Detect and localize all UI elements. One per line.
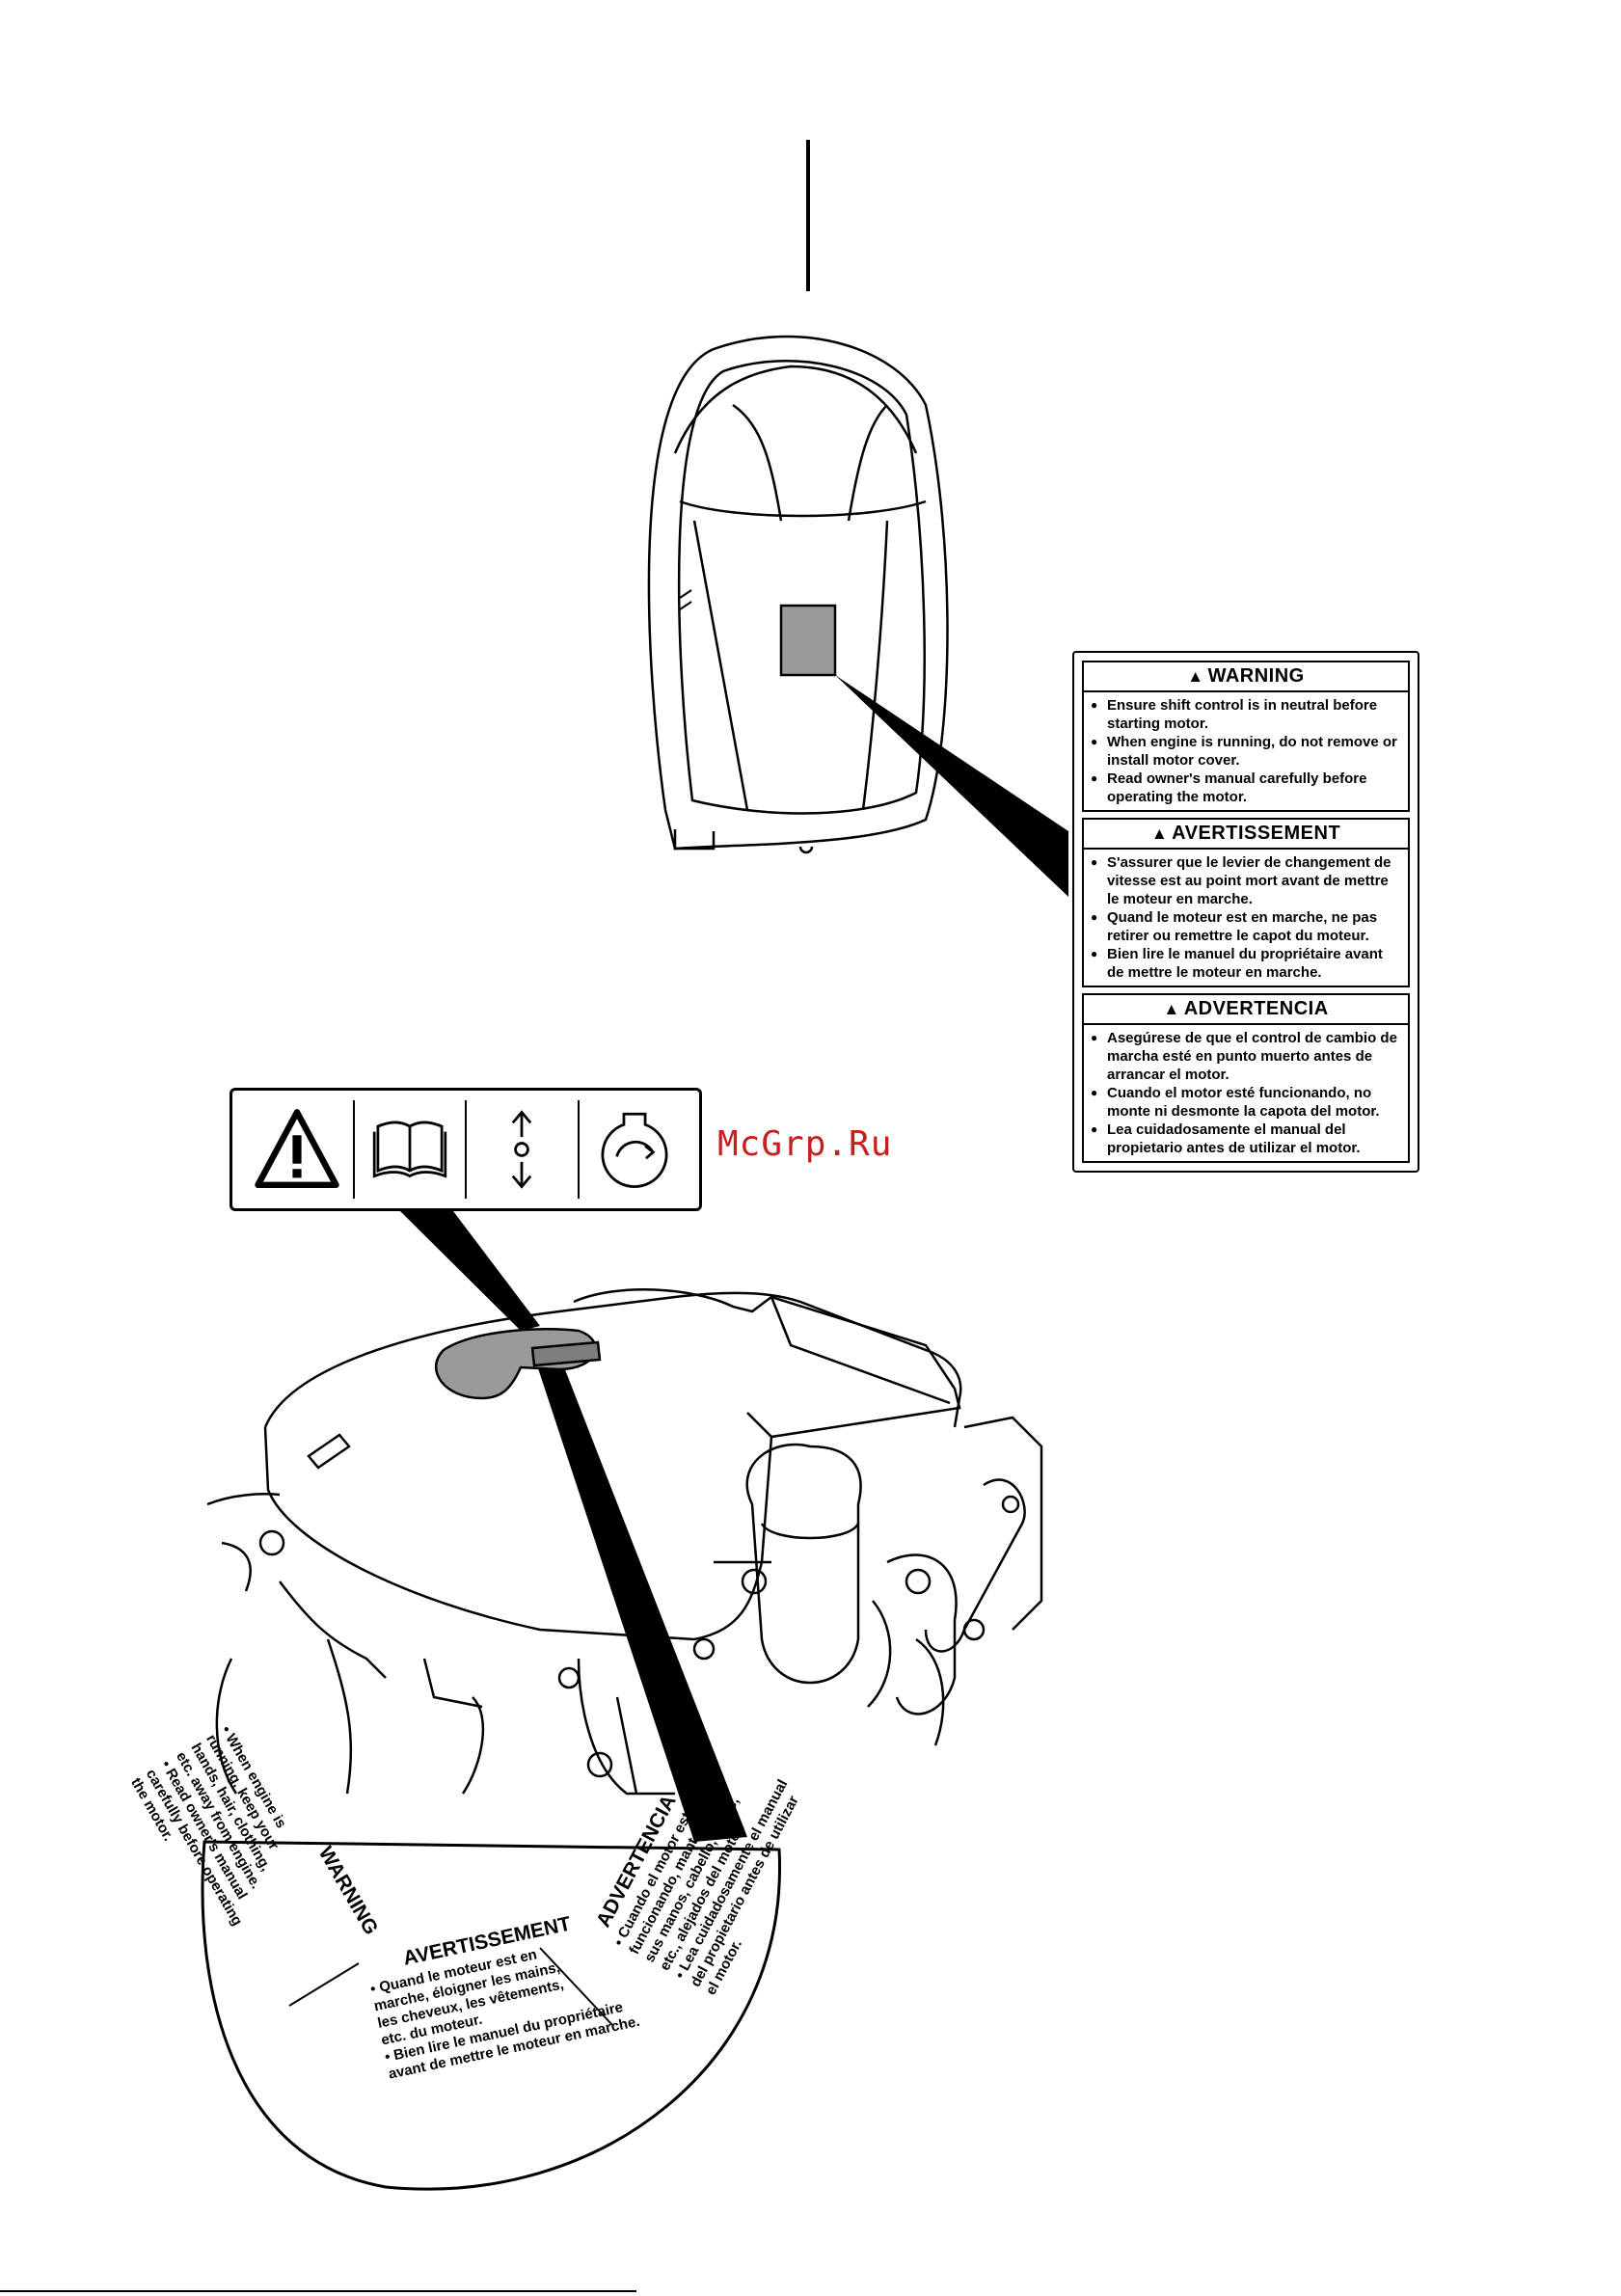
warning-item: Asegúrese de que el control de cambio de… xyxy=(1090,1029,1402,1084)
engine-body xyxy=(206,1288,1043,1796)
warning-item: Ensure shift control is in neutral befor… xyxy=(1090,696,1402,733)
outboard-motor-cover xyxy=(647,335,949,854)
rotation-icon xyxy=(601,1112,668,1188)
manual-book-icon xyxy=(372,1121,446,1178)
warning-box-spanish: ▲ADVERTENCIA Asegúrese de que el control… xyxy=(1082,993,1410,1163)
outboard-pointer xyxy=(835,675,1068,897)
warning-item: Read owner's manual carefully before ope… xyxy=(1090,770,1402,806)
warning-item: S'assurer que le levier de changement de… xyxy=(1090,853,1402,908)
pictogram-label xyxy=(230,1088,702,1211)
arc-label-english: WARNING • When engine is running, keep y… xyxy=(127,1723,383,1938)
engine-pointer-bottom xyxy=(535,1355,747,1842)
warning-triangle-icon xyxy=(255,1109,339,1189)
warning-box-french: ▲AVERTISSEMENT S'assurer que le levier d… xyxy=(1082,818,1410,987)
warning-heading: WARNING xyxy=(1207,665,1305,687)
outboard-warning-label: ▲WARNING Ensure shift control is in neut… xyxy=(1072,651,1419,1173)
watermark: McGrp.Ru xyxy=(717,1124,893,1164)
warning-triangle-icon: ▲ xyxy=(1187,667,1204,686)
arc-english-heading: WARNING xyxy=(314,1843,383,1938)
advertencia-heading: ADVERTENCIA xyxy=(1183,998,1329,1019)
warning-item: Quand le moteur est en marche, ne pas re… xyxy=(1090,908,1402,945)
warning-item: When engine is running, do not remove or… xyxy=(1090,733,1402,770)
warning-triangle-icon: ▲ xyxy=(1150,824,1169,843)
engine-pointer-top xyxy=(400,1211,540,1331)
avertissement-heading: AVERTISSEMENT xyxy=(1172,823,1341,844)
warning-triangle-icon: ▲ xyxy=(1163,1000,1180,1018)
arc-label-french: AVERTISSEMENT • Quand le moteur est en m… xyxy=(369,1912,641,2082)
warning-item: Bien lire le manuel du propriétaire avan… xyxy=(1090,945,1402,982)
warning-item: Lea cuidadosamente el manual del propiet… xyxy=(1090,1121,1402,1157)
warning-item: Cuando el motor esté funcionando, no mon… xyxy=(1090,1084,1402,1121)
warning-box-english: ▲WARNING Ensure shift control is in neut… xyxy=(1082,661,1410,812)
outboard-label-location xyxy=(779,604,837,677)
arc-label-outline xyxy=(201,1840,781,2191)
shift-neutral-icon xyxy=(511,1110,532,1189)
